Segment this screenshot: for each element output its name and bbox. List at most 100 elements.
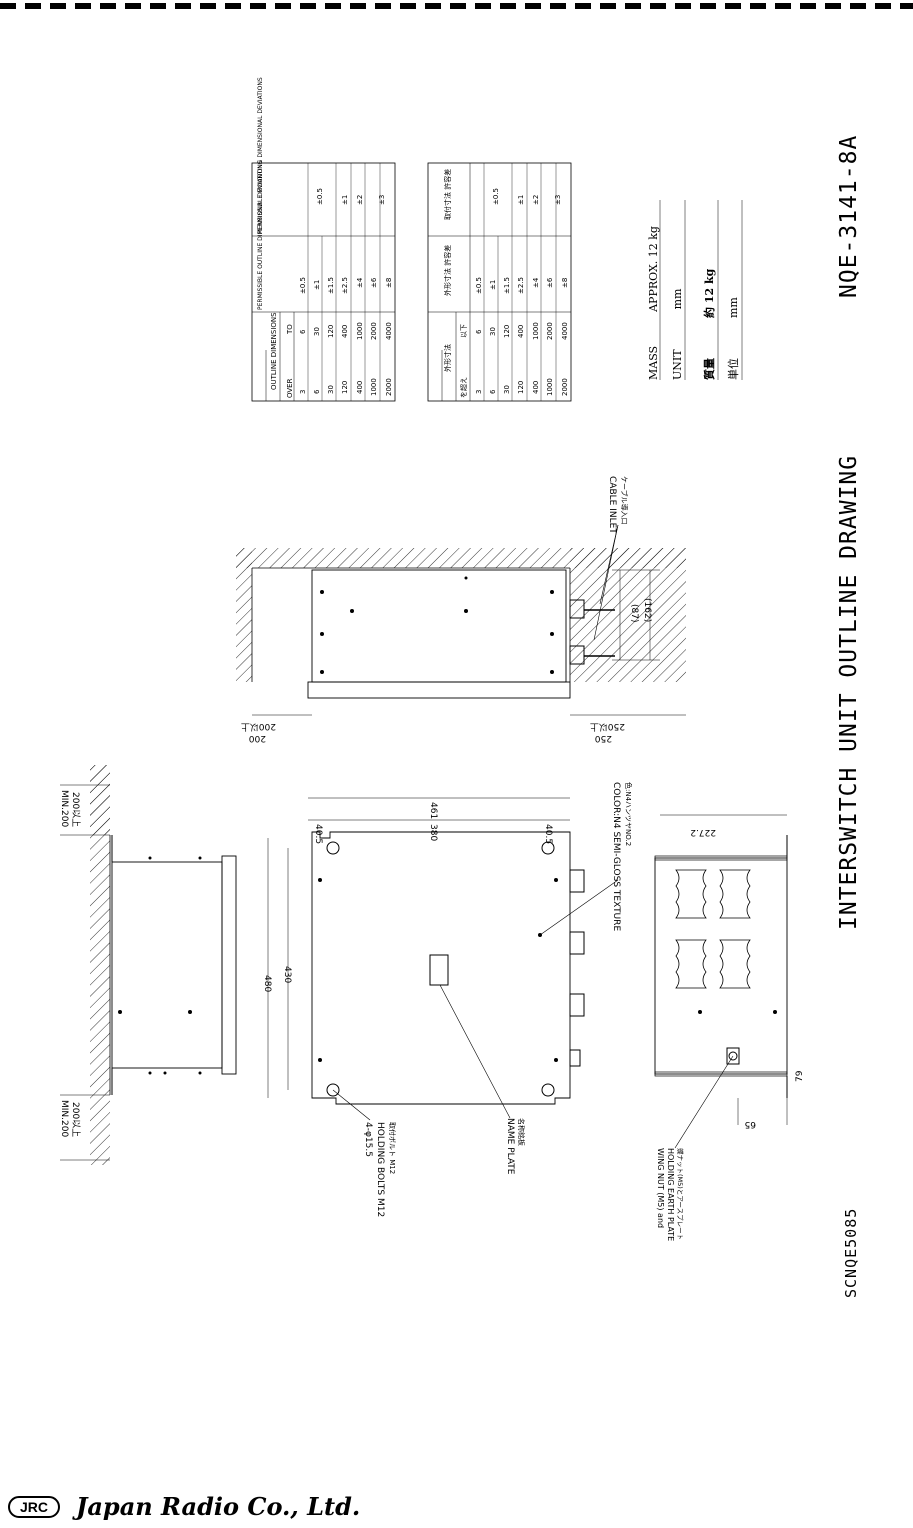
dim-480: 480: [262, 975, 272, 992]
dim-40-5b: 40.5: [543, 824, 553, 844]
jp-mount-dev: ±2: [532, 195, 540, 205]
jp-row-outline: ±2.5: [517, 277, 525, 294]
jp-header-outline-dev: 外形寸法 許容差: [443, 245, 452, 296]
en-row-outline: ±4: [356, 277, 364, 288]
jp-row-over: 3: [475, 390, 483, 394]
jp-row-outline: ±4: [532, 277, 540, 288]
wing-nut-label-2: HOLDING EARTH PLATE: [666, 1148, 675, 1241]
holding-bolts-label-jp: 取付ボルト M12: [388, 1122, 397, 1174]
en-table-rows: 3 6 ±0.5 6 30 ±1 30 120 ±1.5 120 400 ±2.…: [299, 277, 393, 396]
mass-label: MASS: [647, 345, 660, 380]
dim-162: (162): [642, 598, 652, 622]
jp-header-outline: 外形寸法: [443, 344, 452, 372]
side-view-left: MIN.200 200以上 MIN.200 200以上: [59, 765, 237, 1165]
jp-row-outline: ±6: [546, 277, 554, 288]
jp-header-over: を超え: [459, 377, 468, 398]
en-row-outline: ±8: [385, 278, 393, 288]
front-view: 480 430 461 380 40.5 40.5 COLOR:N4 SEMI-…: [262, 782, 633, 1217]
drawing-title: INTERSWITCH UNIT OUTLINE DRAWING: [836, 454, 862, 930]
unit-label: UNIT: [671, 349, 684, 380]
unit-value-jp: mm: [727, 297, 740, 318]
en-row-to: 2000: [370, 322, 378, 340]
en-header-to: TO: [286, 324, 294, 335]
jp-table-rows: 3 6 ±0.5 6 30 ±1 30 120 ±1.5 120 400 ±2.…: [475, 277, 569, 396]
name-plate-label-jp: 名称銘板: [517, 1118, 526, 1146]
unit-label-jp: 単位: [727, 358, 740, 380]
jp-row-to: 30: [489, 327, 497, 336]
cable-clamps: [675, 869, 751, 989]
jp-row-over: 2000: [561, 378, 569, 396]
bottom-view: 227.2 79 65 WING NUT (M5) and HOLDING EA…: [654, 814, 805, 1241]
jp-mount-dev: ±0.5: [492, 188, 500, 205]
dim-87: (87): [629, 604, 639, 622]
jp-row-over: 400: [532, 381, 540, 394]
en-row-over: 400: [356, 381, 364, 394]
dim-min200-top: MIN.200: [59, 790, 69, 827]
drawing-ref-code: SCNQE5085: [842, 1207, 860, 1298]
connectors: [569, 869, 585, 1067]
dim-461: 461: [428, 802, 438, 819]
dim-250-jp: 250以上: [590, 721, 625, 732]
jp-row-to: 120: [503, 325, 511, 338]
en-row-over: 30: [327, 385, 335, 394]
dim-200: 200: [249, 733, 266, 743]
wing-nut-label-jp: 蝶ナット(M5)とアースプレート: [676, 1148, 685, 1240]
en-header-outline: OUTLINE DIMENSIONS: [270, 312, 278, 390]
en-row-to: 4000: [385, 322, 393, 340]
jp-row-to: 2000: [546, 322, 554, 340]
en-row-to: 30: [313, 327, 321, 336]
jp-row-over: 6: [489, 389, 497, 394]
jp-row-outline: ±1: [489, 280, 497, 290]
jp-row-outline: ±8: [561, 278, 569, 288]
jp-row-over: 120: [517, 381, 525, 394]
jp-row-over: 30: [503, 385, 511, 394]
wing-nut-label: WING NUT (M5) and: [656, 1148, 665, 1228]
holding-bolts-label: 4-φ15.5: [363, 1122, 373, 1157]
dim-min200-bottom: MIN.200: [59, 1100, 69, 1137]
en-mount-dev: ±1: [341, 195, 349, 205]
name-plate-label: NAME PLATE: [505, 1118, 515, 1175]
en-header-over: OVER: [286, 378, 294, 398]
jp-header-mount-dev: 取付寸法 許容差: [443, 169, 452, 220]
mass-label-jp: 質量: [703, 358, 716, 380]
jp-mount-dev: ±3: [554, 195, 562, 205]
dim-227-2: 227.2: [690, 827, 716, 837]
company-name: Japan Radio Co., Ltd.: [76, 1492, 361, 1521]
en-row-outline: ±2.5: [341, 277, 349, 294]
jp-header-to: 以下: [460, 324, 468, 338]
en-row-over: 3: [299, 390, 307, 394]
dim-65: 65: [745, 1119, 756, 1129]
cable-inlet-label-jp: ケーブル導入口: [620, 476, 629, 525]
en-row-to: 400: [341, 325, 349, 338]
en-mount-dev: ±0.5: [316, 188, 324, 205]
tolerance-table-en: OUTLINE DIMENSIONS OVER TO PERMISSIBLE O…: [251, 77, 396, 402]
color-label: COLOR:N4 SEMI-GLOSS TEXTURE: [611, 782, 621, 931]
dim-40-5a: 40.5: [313, 824, 323, 844]
jp-row-to: 6: [475, 329, 483, 334]
en-header-mount-dev: PERMISSIBLE MOUNTING DIMENSIONAL DEVIATI…: [257, 77, 264, 234]
en-row-over: 120: [341, 381, 349, 394]
en-mount-dev: ±2: [356, 195, 364, 205]
jp-row-to: 1000: [532, 322, 540, 340]
mass-value-jp: 約 12 kg: [703, 268, 716, 318]
jrc-logo: JRC: [8, 1496, 60, 1518]
en-row-over: 2000: [385, 378, 393, 396]
mass-value: APPROX. 12 kg: [647, 226, 660, 312]
jp-row-over: 1000: [546, 378, 554, 396]
drawing-number: NQE-3141-8A: [836, 134, 862, 298]
en-row-to: 120: [327, 325, 335, 338]
unit-value: mm: [671, 288, 684, 310]
dim-430: 430: [282, 966, 292, 983]
color-label-jp: 色:N4ハンツヤNO.2: [624, 782, 633, 846]
en-row-over: 6: [313, 389, 321, 394]
dim-380: 380: [428, 824, 438, 841]
dim-200-jp: 200以上: [241, 721, 276, 732]
side-view-top: 200 200以上 250 250以上 (87) (162) CABLE INL…: [236, 476, 686, 743]
dim-min200-top-jp: 200以上: [70, 792, 81, 827]
mass-block: MASS APPROX. 12 kg UNIT mm 質量 約 12 kg 単位…: [642, 226, 746, 380]
en-row-outline: ±0.5: [299, 277, 307, 294]
dim-min200-bottom-jp: 200以上: [70, 1102, 81, 1137]
jp-mount-dev: ±1: [517, 195, 525, 205]
en-row-over: 1000: [370, 378, 378, 396]
